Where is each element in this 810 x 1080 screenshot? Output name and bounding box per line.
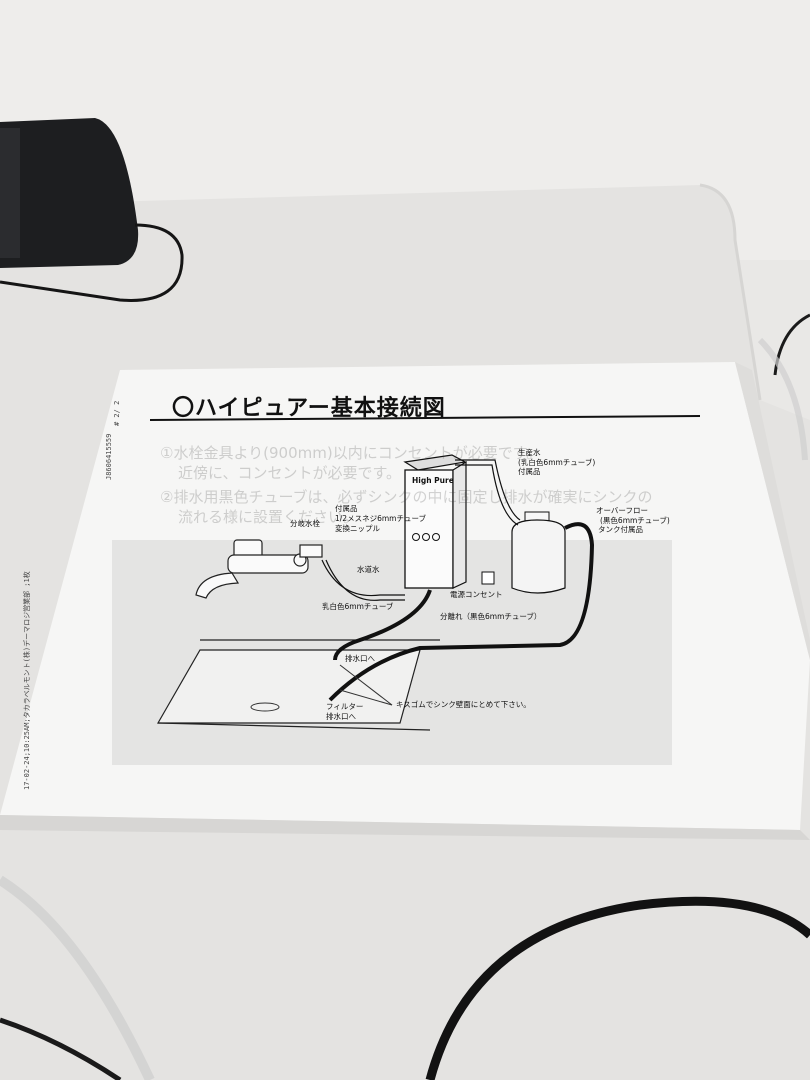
label-nipple: 変換ニップル [335, 524, 380, 533]
label-tap-water: 水道水 [357, 565, 380, 574]
ghost-line-4: 流れる様に設置ください。 [178, 508, 359, 526]
tubes [321, 459, 595, 702]
label-overflow-accessory: タンク付属品 [598, 525, 643, 534]
cable-right [773, 313, 810, 376]
label-kiss-gum: キスゴムでシンク壁面にとめて下さい。 [396, 700, 531, 709]
purifier-unit [403, 454, 467, 589]
label-produced-tube: (乳白色6mmチューブ) [518, 458, 596, 467]
label-nipple-size: 1/2メスネジ6mmチューブ [335, 514, 427, 523]
tank-drawing [511, 511, 566, 594]
label-filter: フィルター [326, 702, 364, 711]
outlet-drawing [481, 571, 495, 585]
table-edge-right [699, 183, 762, 401]
clear-tube-bottom [0, 875, 155, 1080]
label-accessory-top: 付属品 [335, 504, 358, 513]
fax-header: 17-02-24;10:25AM;タカラベルモント(株)デーマロジ営業部 ;1枚 [23, 571, 31, 790]
fax-number: J8606415559 [105, 433, 113, 480]
unit-brand: High Pure [412, 476, 454, 485]
label-outlet: 電源コンセント [450, 590, 503, 599]
label-produced-accessory: 付属品 [518, 467, 541, 476]
page-marker: # 2/ 2 [113, 400, 121, 426]
power-adapter [0, 118, 184, 302]
label-filter-drain: 排水口へ [326, 712, 356, 721]
document-title: 〇ハイピュアー基本接続図 [172, 396, 446, 421]
label-overflow: オーバーフロー [596, 506, 648, 515]
clear-tube-right [757, 337, 808, 461]
label-produced-water: 生産水 [518, 448, 541, 457]
black-tube-bottom [425, 896, 810, 1080]
label-overflow-tube: (黒色6mmチューブ) [600, 516, 670, 525]
label-drain-port: 排水口へ [345, 654, 375, 663]
faucet-drawing [195, 539, 323, 599]
ghost-line-2: 近傍に、コンセントが必要です。 [178, 464, 402, 482]
label-tap-tube: 乳白色6mmチューブ [322, 602, 394, 611]
label-separation: 分離れ（黒色6mmチューブ） [440, 612, 542, 621]
ghost-line-1: ①水栓金具より(900mm)以内にコンセントが必要です。 [160, 444, 542, 462]
label-faucet: 分岐水栓 [290, 519, 320, 528]
ghost-line-3: ②排水用黒色チューブは、必ずシンクの中に固定し排水が確実にシンクの [160, 488, 653, 506]
